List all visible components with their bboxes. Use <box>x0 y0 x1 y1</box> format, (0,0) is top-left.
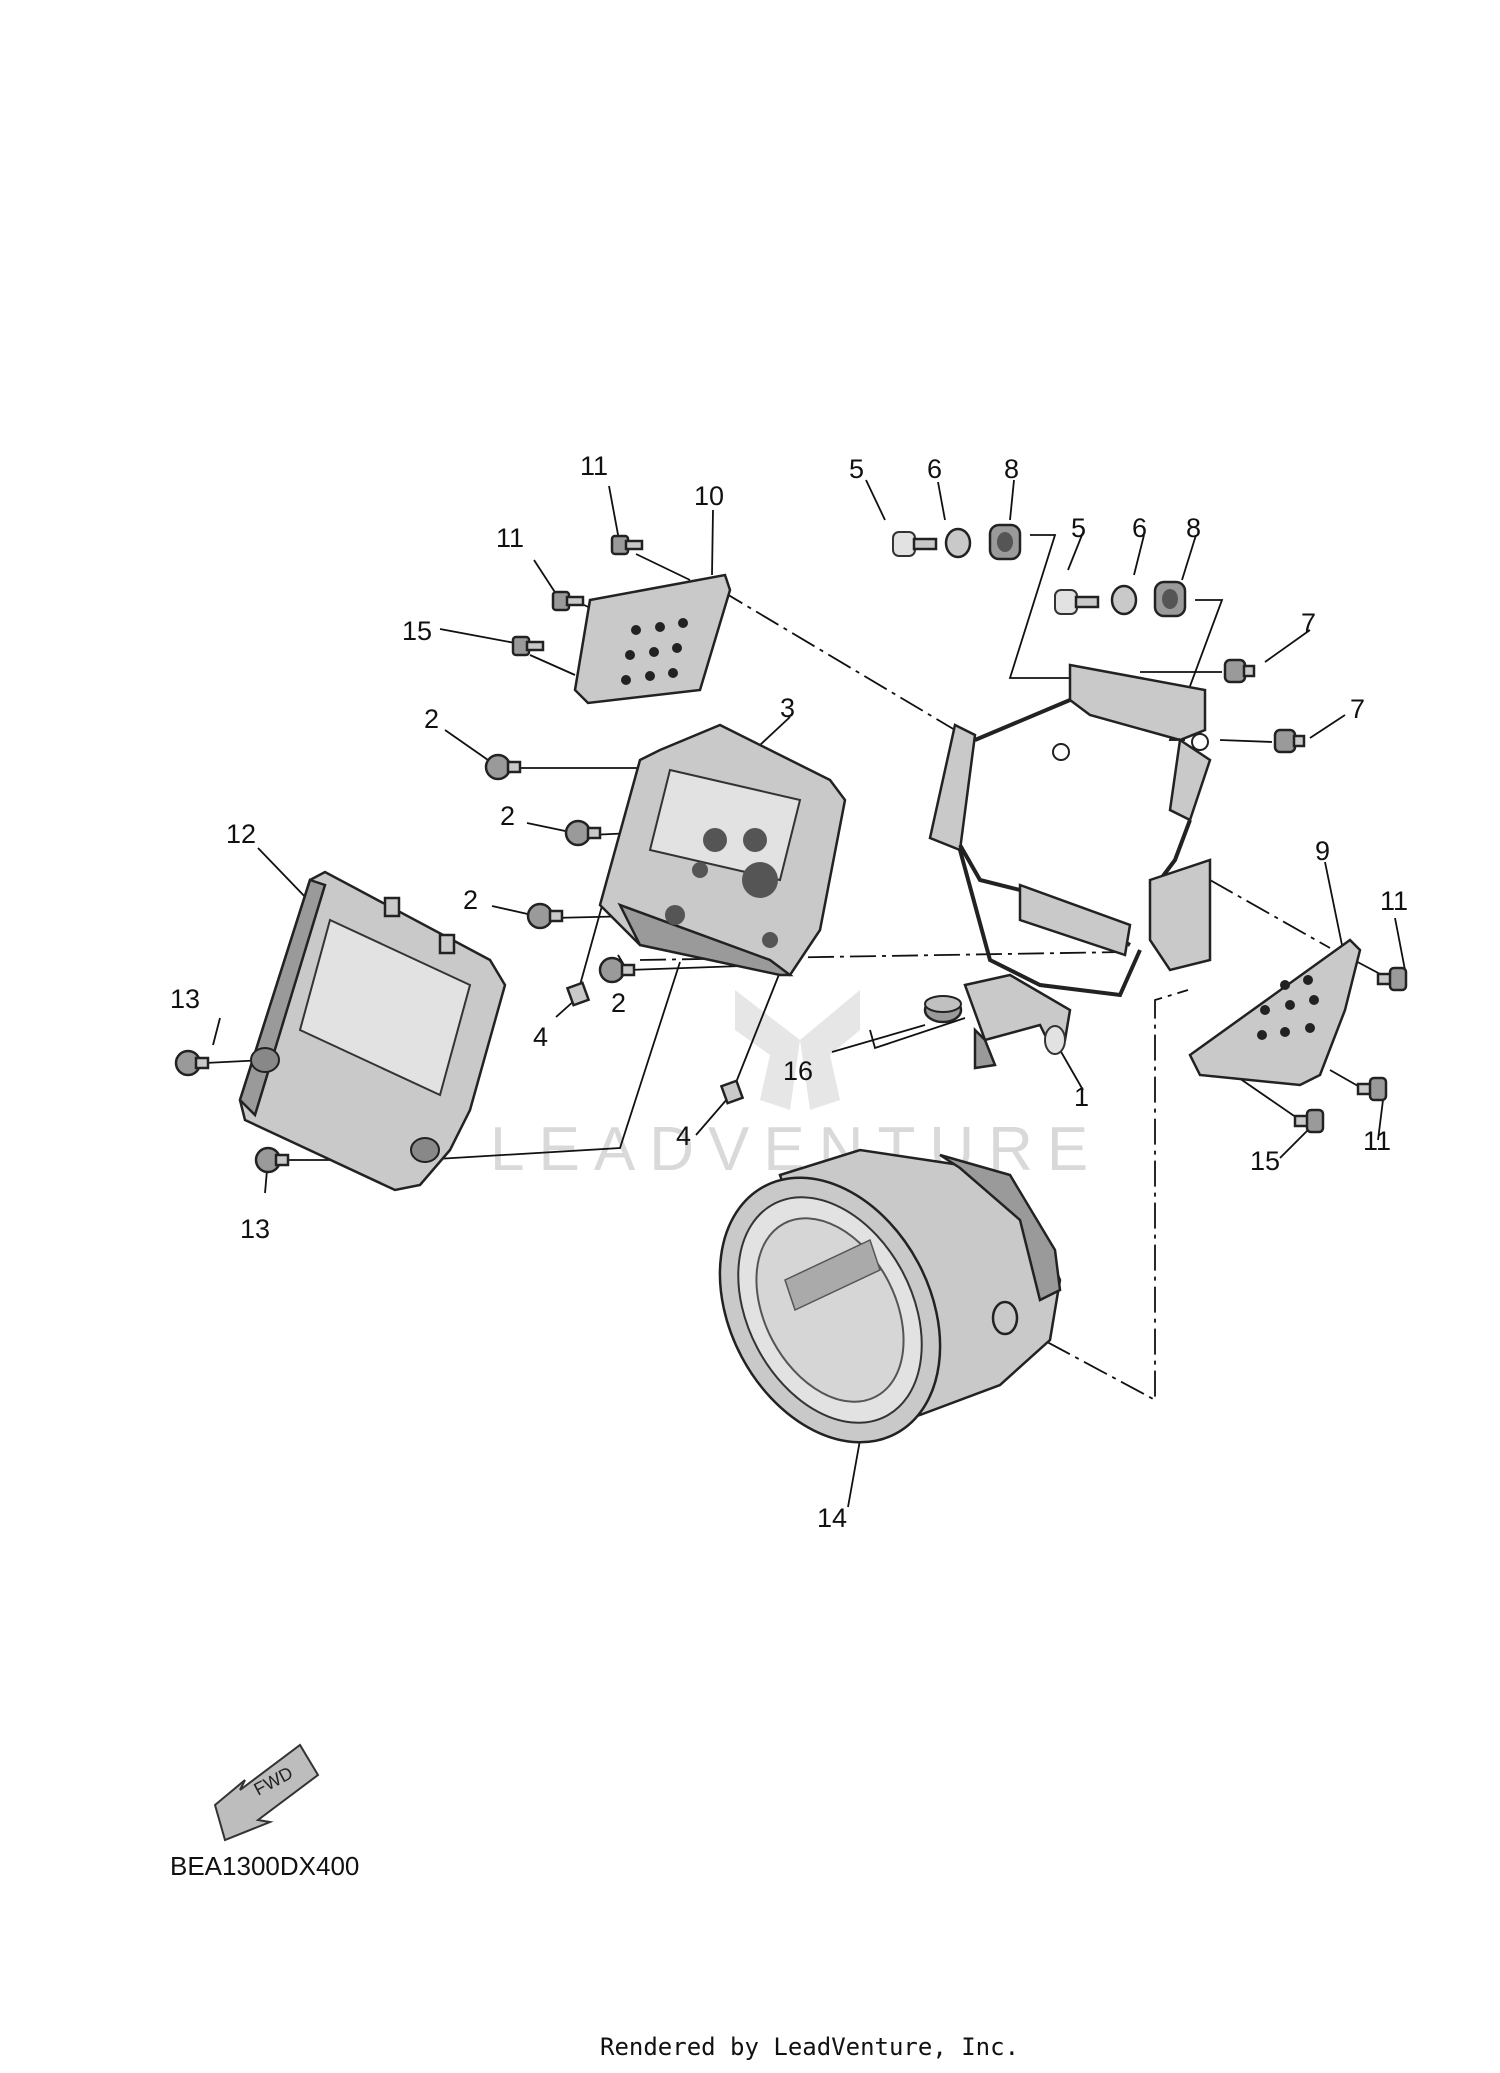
part-headlight-14 <box>718 1148 1062 1444</box>
callout-15: 15 <box>402 616 432 646</box>
callout-13: 13 <box>240 1214 270 1244</box>
part-bolt-11 <box>551 590 585 612</box>
part-grommet-13 <box>174 1049 210 1077</box>
callout-15: 15 <box>1250 1146 1280 1176</box>
part-bolt-5 <box>1054 589 1100 615</box>
callout-11: 11 <box>580 451 608 481</box>
part-grommet-8 <box>1153 580 1187 618</box>
callout-11: 11 <box>1363 1126 1391 1156</box>
part-damper-16 <box>923 995 963 1024</box>
part-nut-2 <box>598 956 636 984</box>
callout-labels: 11 10 11 15 5 6 8 5 6 8 7 7 2 3 2 12 2 4… <box>170 451 1408 1533</box>
part-bolt-5 <box>892 531 938 557</box>
callout-4: 4 <box>676 1121 691 1151</box>
part-nut-2 <box>526 902 564 930</box>
callout-8: 8 <box>1186 513 1201 543</box>
part-nut-4 <box>565 981 591 1007</box>
callout-6: 6 <box>1132 513 1147 543</box>
callout-7: 7 <box>1301 608 1316 638</box>
callout-11: 11 <box>1380 886 1408 916</box>
callout-2: 2 <box>611 988 626 1018</box>
callout-2: 2 <box>424 704 439 734</box>
callout-14: 14 <box>817 1503 847 1533</box>
part-bracket-10 <box>573 573 732 705</box>
part-nut-2 <box>484 753 522 781</box>
callout-16: 16 <box>783 1056 813 1086</box>
part-headlight-stay <box>928 663 1212 998</box>
part-bolt-11 <box>1356 1076 1388 1102</box>
callout-5: 5 <box>1071 513 1086 543</box>
callout-9: 9 <box>1315 836 1330 866</box>
part-bracket-9 <box>1188 938 1362 1087</box>
part-grommet-13 <box>254 1146 290 1174</box>
part-bolt-7 <box>1273 728 1306 754</box>
callout-1: 1 <box>1074 1082 1089 1112</box>
callout-3: 3 <box>780 693 795 723</box>
part-bracket-1 <box>963 973 1072 1070</box>
part-nut-4 <box>719 1079 745 1105</box>
callout-4: 4 <box>533 1022 548 1052</box>
diagram-code: BEA1300DX400 <box>170 1851 359 1881</box>
callout-12: 12 <box>226 819 256 849</box>
part-cover-12 <box>238 870 507 1192</box>
part-bolt-7 <box>1223 658 1256 684</box>
watermark-logo <box>735 990 860 1110</box>
part-nut-2 <box>564 819 602 847</box>
callout-10: 10 <box>694 481 724 511</box>
part-bolt-11 <box>610 534 644 556</box>
part-bolt-15 <box>1293 1108 1325 1134</box>
part-washer-6 <box>1110 584 1138 616</box>
fwd-arrow-icon: FWD <box>213 1743 320 1842</box>
callout-5: 5 <box>849 454 864 484</box>
footer-credit: Rendered by LeadVenture, Inc. <box>600 2033 1019 2061</box>
callout-6: 6 <box>927 454 942 484</box>
callout-2: 2 <box>500 801 515 831</box>
part-housing-3 <box>598 723 847 977</box>
callout-11: 11 <box>496 523 524 553</box>
part-bolt-11 <box>1376 966 1408 992</box>
callout-2: 2 <box>463 885 478 915</box>
part-washer-6 <box>944 527 972 559</box>
callout-8: 8 <box>1004 454 1019 484</box>
callout-13: 13 <box>170 984 200 1014</box>
part-grommet-8 <box>988 523 1022 561</box>
part-bolt-15 <box>511 635 545 657</box>
callout-7: 7 <box>1350 694 1365 724</box>
